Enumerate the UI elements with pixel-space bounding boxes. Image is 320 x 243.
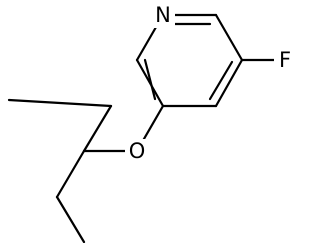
bond-ch2-ch3-lower: [55, 195, 86, 243]
bond-c5-c4-inner: [208, 60, 234, 101]
oxygen-label: O: [129, 139, 146, 163]
oxygen-label-bg: [125, 139, 149, 163]
structure-diagram: N F O: [7, 3, 296, 243]
nitrogen-label-bg: [151, 4, 175, 28]
bond-ch-ch2-lower: [55, 149, 86, 199]
nitrogen-label: N: [155, 3, 171, 27]
fluorine-label-bg: [274, 49, 296, 73]
substituent-bonds: [7, 58, 283, 243]
bond-c6-c5: [214, 13, 244, 62]
atom-labels: N F O: [125, 3, 296, 163]
bond-c3-c2-inner: [143, 58, 157, 101]
bond-ch-ch2-upper: [82, 104, 113, 153]
bond-c5-c4: [214, 58, 244, 108]
fluorine-label: F: [279, 48, 291, 72]
molecule-canvas: N F O: [7, 3, 296, 243]
bond-ch2-ch3-upper: [7, 98, 113, 108]
pyridine-ring: [135, 13, 244, 108]
